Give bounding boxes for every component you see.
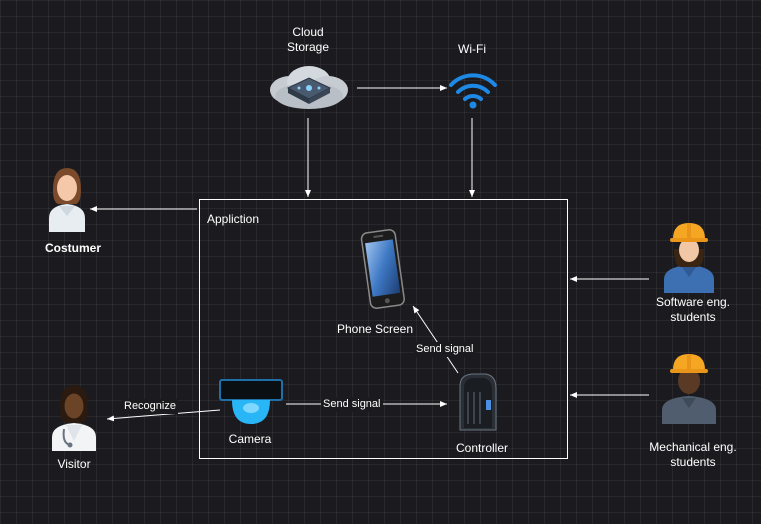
edge-label-camera-to-visitor: Recognize xyxy=(122,399,178,414)
edge-label-camera-to-controller: Send signal xyxy=(321,397,383,412)
controller-label: Controller xyxy=(455,441,509,455)
edge-controller-to-phone xyxy=(412,305,459,374)
wifi-label: Wi-Fi xyxy=(458,42,486,56)
controller-icon[interactable] xyxy=(454,372,500,434)
edge-label-controller-to-phone: Send signal xyxy=(414,342,476,357)
camera-icon[interactable] xyxy=(218,378,284,428)
cloud-storage-label: Cloud Storage xyxy=(286,25,330,54)
edge-camera-to-visitor xyxy=(106,409,221,422)
customer-label: Costumer xyxy=(44,241,101,255)
phone-screen-label: Phone Screen xyxy=(336,322,414,336)
software-students-label: Software eng. students xyxy=(655,295,731,324)
visitor-avatar-icon[interactable] xyxy=(48,383,100,451)
wifi-icon[interactable] xyxy=(447,67,499,111)
application-label: Appliction xyxy=(207,212,260,226)
cloud-storage-icon[interactable] xyxy=(266,62,352,114)
application-container[interactable]: Appliction xyxy=(199,199,568,459)
phone-icon[interactable] xyxy=(360,229,406,311)
customer-avatar-icon[interactable] xyxy=(43,166,91,232)
visitor-label: Visitor xyxy=(57,457,91,471)
mechanical-students-label: Mechanical eng. students xyxy=(649,440,737,469)
camera-label: Camera xyxy=(228,432,272,446)
worker-avatar-icon[interactable] xyxy=(660,348,718,424)
worker-avatar-icon[interactable] xyxy=(660,219,718,293)
